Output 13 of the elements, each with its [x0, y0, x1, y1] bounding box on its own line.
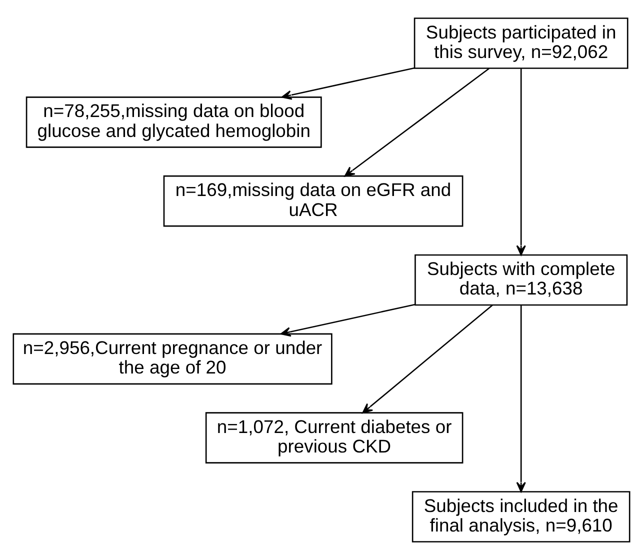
node-box: n=169,missing data on eGFR and uACR [163, 175, 464, 227]
node-box: n=2,956,Current pregnance or under the age of 20 [12, 333, 332, 385]
node-box: Subjects participated in this survey, n=92,062 [414, 18, 628, 69]
node-box: Subjects included in the final analysis, n=9,610 [412, 491, 630, 542]
node-box: n=1,072, Current diabetes or previous CKD [205, 412, 464, 464]
arrow [362, 304, 493, 414]
node-box: Subjects with complete data, n=13,638 [414, 254, 628, 306]
node-box: n=78,255,missing data on blood glucose and glycated hemoglobin [26, 96, 322, 148]
arrow [516, 305, 526, 492]
arrow [280, 304, 416, 337]
arrow [516, 68, 526, 256]
arrow [344, 68, 490, 177]
arrow [281, 67, 415, 100]
